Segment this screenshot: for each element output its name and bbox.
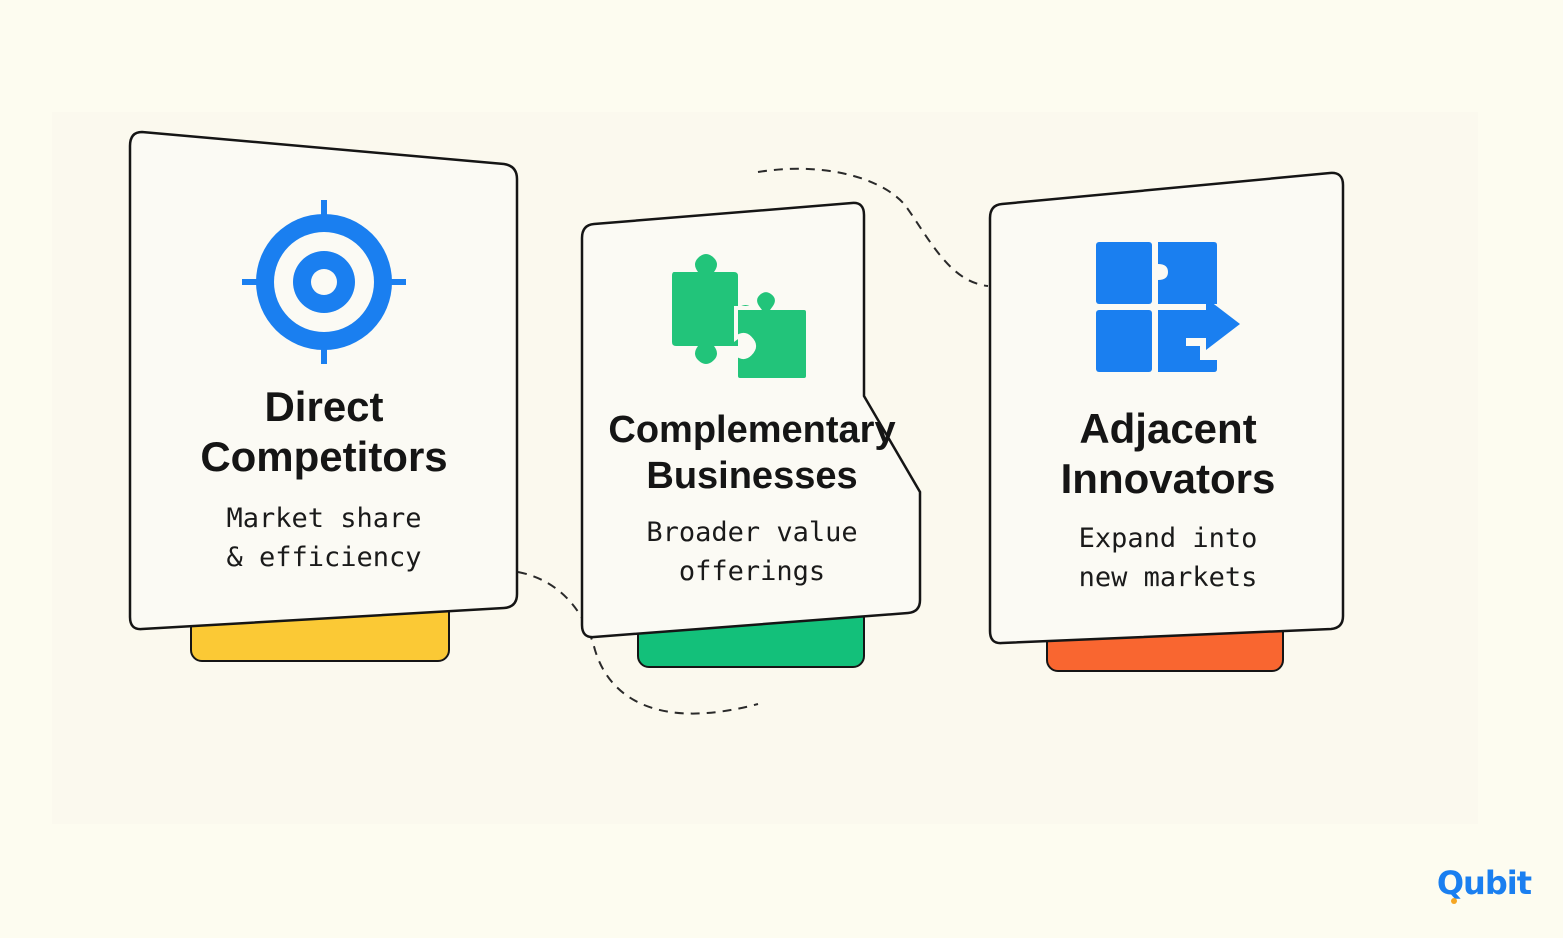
card-title-line1: Direct (264, 383, 384, 430)
target-icon (242, 200, 406, 364)
card-direct-competitors: Direct Competitors Market share & effici… (128, 130, 520, 667)
card-title-line1: Adjacent (1079, 405, 1257, 452)
card-desc-line2: offerings (678, 556, 826, 588)
card-title-line2: Innovators (1060, 455, 1276, 503)
card-body (580, 201, 922, 639)
card-complementary-businesses: Complementary Businesses Broader value o… (580, 201, 924, 672)
grid-arrow-icon (1096, 242, 1240, 372)
logo-dot (1450, 898, 1457, 904)
card-title-line2: Businesses (646, 454, 858, 497)
card-desc-line1: Expand into (1078, 522, 1258, 554)
card-adjacent-innovators: Adjacent Innovators Expand into new mark… (988, 171, 1348, 676)
puzzle-pieces-icon (672, 254, 810, 382)
card-body (988, 171, 1345, 645)
card-desc-line2: new markets (1078, 561, 1258, 593)
card-title-line2: Competitors (200, 433, 448, 481)
card-body (128, 130, 519, 631)
qubit-logo: Qubit (1436, 864, 1532, 904)
card-desc-line1: Broader value (646, 517, 858, 549)
logo-text: Qubit (1436, 864, 1532, 902)
connector-top (757, 167, 989, 287)
card-title-line1: Complementary (608, 409, 896, 451)
card-desc-line1: Market share (226, 502, 422, 534)
card-desc-line2: & efficiency (226, 541, 422, 573)
